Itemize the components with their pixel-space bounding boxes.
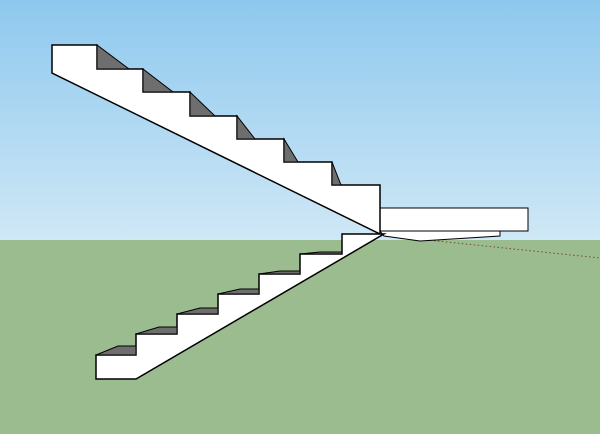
lower-tread-5: [258, 270, 301, 275]
sky: [0, 0, 600, 240]
lower-tread-1: [95, 345, 137, 356]
upper-tread-2: [142, 67, 175, 93]
red-axis-dotted: [417, 238, 600, 259]
upper-tread-1: [96, 44, 131, 70]
lower-tread-3: [176, 307, 219, 315]
upper-tread-5: [283, 137, 299, 163]
lower-tread-4: [217, 288, 260, 295]
staircase-model[interactable]: [51, 44, 529, 380]
lower-tread-6: [299, 251, 343, 255]
upper-tread-4: [236, 114, 257, 140]
landing-top-face[interactable]: [379, 207, 529, 235]
lower-tread-2: [135, 326, 178, 335]
upper-tread-6: [331, 161, 342, 186]
upper-tread-3: [189, 90, 217, 117]
